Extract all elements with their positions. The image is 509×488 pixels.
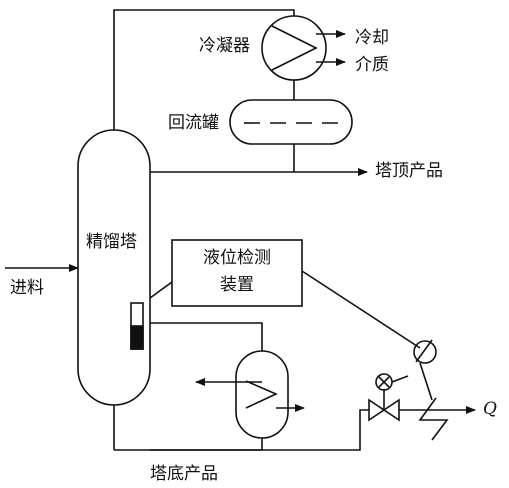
column-label: 精馏塔	[86, 232, 137, 252]
vapor-line	[113, 9, 295, 130]
distillation-column	[77, 129, 151, 406]
flowmeter-link	[418, 397, 449, 441]
reflux-drum-label: 回流罐	[168, 113, 219, 133]
reboiler-coil	[245, 380, 278, 409]
reboiler-return-line	[150, 438, 263, 451]
flow-q-label: Q	[483, 399, 497, 419]
positioner-x-b	[378, 376, 390, 388]
controller-stem	[419, 362, 433, 401]
reboiler-feed-line	[150, 322, 263, 351]
condenser-label: 冷凝器	[199, 36, 250, 56]
level-sensor-fill	[130, 325, 144, 350]
level-device-label-line2: 装置	[220, 275, 254, 295]
reboiler	[235, 350, 289, 439]
coolant-label-line1: 冷却	[355, 28, 389, 48]
bottom-product-line	[114, 409, 369, 451]
top-product-label: 塔顶产品	[375, 161, 443, 181]
controller-slash	[415, 339, 433, 363]
bottom-product-label: 塔底产品	[150, 464, 218, 484]
coolant-label-line2: 介质	[355, 55, 389, 75]
level-device-label-line1: 液位检测	[203, 248, 271, 268]
actuator-link	[391, 375, 409, 383]
condenser-coil	[271, 25, 318, 71]
feed-label: 进料	[10, 278, 44, 298]
controller	[413, 340, 437, 364]
level-signal-link	[149, 281, 173, 299]
level-detection-box	[171, 239, 303, 307]
reflux-drum	[229, 99, 353, 145]
signal-to-controller	[301, 270, 421, 349]
